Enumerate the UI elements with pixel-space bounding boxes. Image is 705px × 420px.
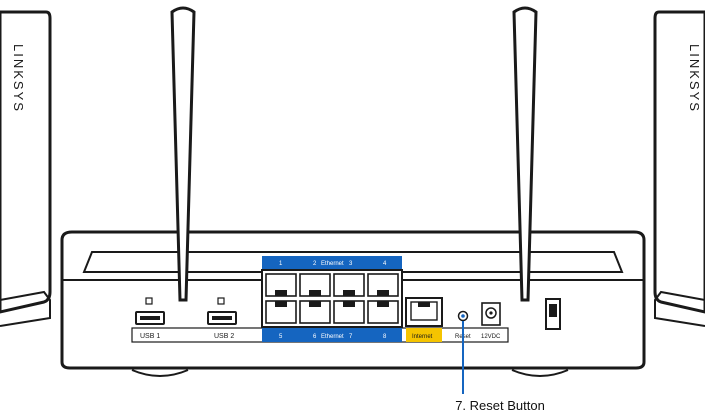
eth-bot-num-7: 7	[349, 334, 353, 340]
eth-top-num-4: 4	[383, 261, 387, 267]
eth-top-num-1: 1	[279, 261, 283, 267]
ethernet-port-5	[265, 300, 297, 324]
usb2-label: USB 2	[214, 333, 234, 340]
power-port	[481, 302, 501, 326]
ethernet-bottom-band	[262, 328, 402, 342]
ethernet-port-3	[333, 273, 365, 297]
ethernet-port-block	[261, 269, 403, 328]
ethernet-port-1	[265, 273, 297, 297]
ethernet-port-4	[367, 273, 399, 297]
top-antenna-left	[170, 6, 196, 302]
top-antenna-right	[512, 6, 538, 302]
power-label: 12VDC	[481, 334, 501, 340]
reset-button	[457, 310, 469, 322]
ethernet-top-band	[262, 256, 402, 269]
left-side-antenna: LINKSYS	[0, 10, 52, 327]
internet-label: Internet	[412, 334, 433, 340]
usb1-label: USB 1	[140, 333, 160, 340]
ethernet-port-8	[367, 300, 399, 324]
eth-bot-num-8: 8	[383, 334, 387, 340]
power-switch	[545, 298, 561, 330]
eth-top-label: Ethernet	[321, 261, 344, 267]
left-linksys-logo: LINKSYS	[11, 44, 26, 113]
eth-bot-num-5: 5	[279, 334, 283, 340]
ethernet-port-2	[299, 273, 331, 297]
ethernet-port-7	[333, 300, 365, 324]
usb-port-1	[135, 297, 165, 325]
eth-bot-num-6: 6	[313, 334, 317, 340]
right-linksys-logo: LINKSYS	[687, 44, 702, 113]
ethernet-port-6	[299, 300, 331, 324]
internet-band	[406, 328, 442, 342]
eth-top-num-2: 2	[313, 261, 317, 267]
usb-port-2	[207, 297, 237, 325]
internet-port	[405, 297, 443, 327]
right-side-antenna: LINKSYS	[653, 10, 705, 327]
reset-button-caption: 7. Reset Button	[455, 398, 545, 413]
eth-bot-label: Ethernet	[321, 334, 344, 340]
eth-top-num-3: 3	[349, 261, 353, 267]
